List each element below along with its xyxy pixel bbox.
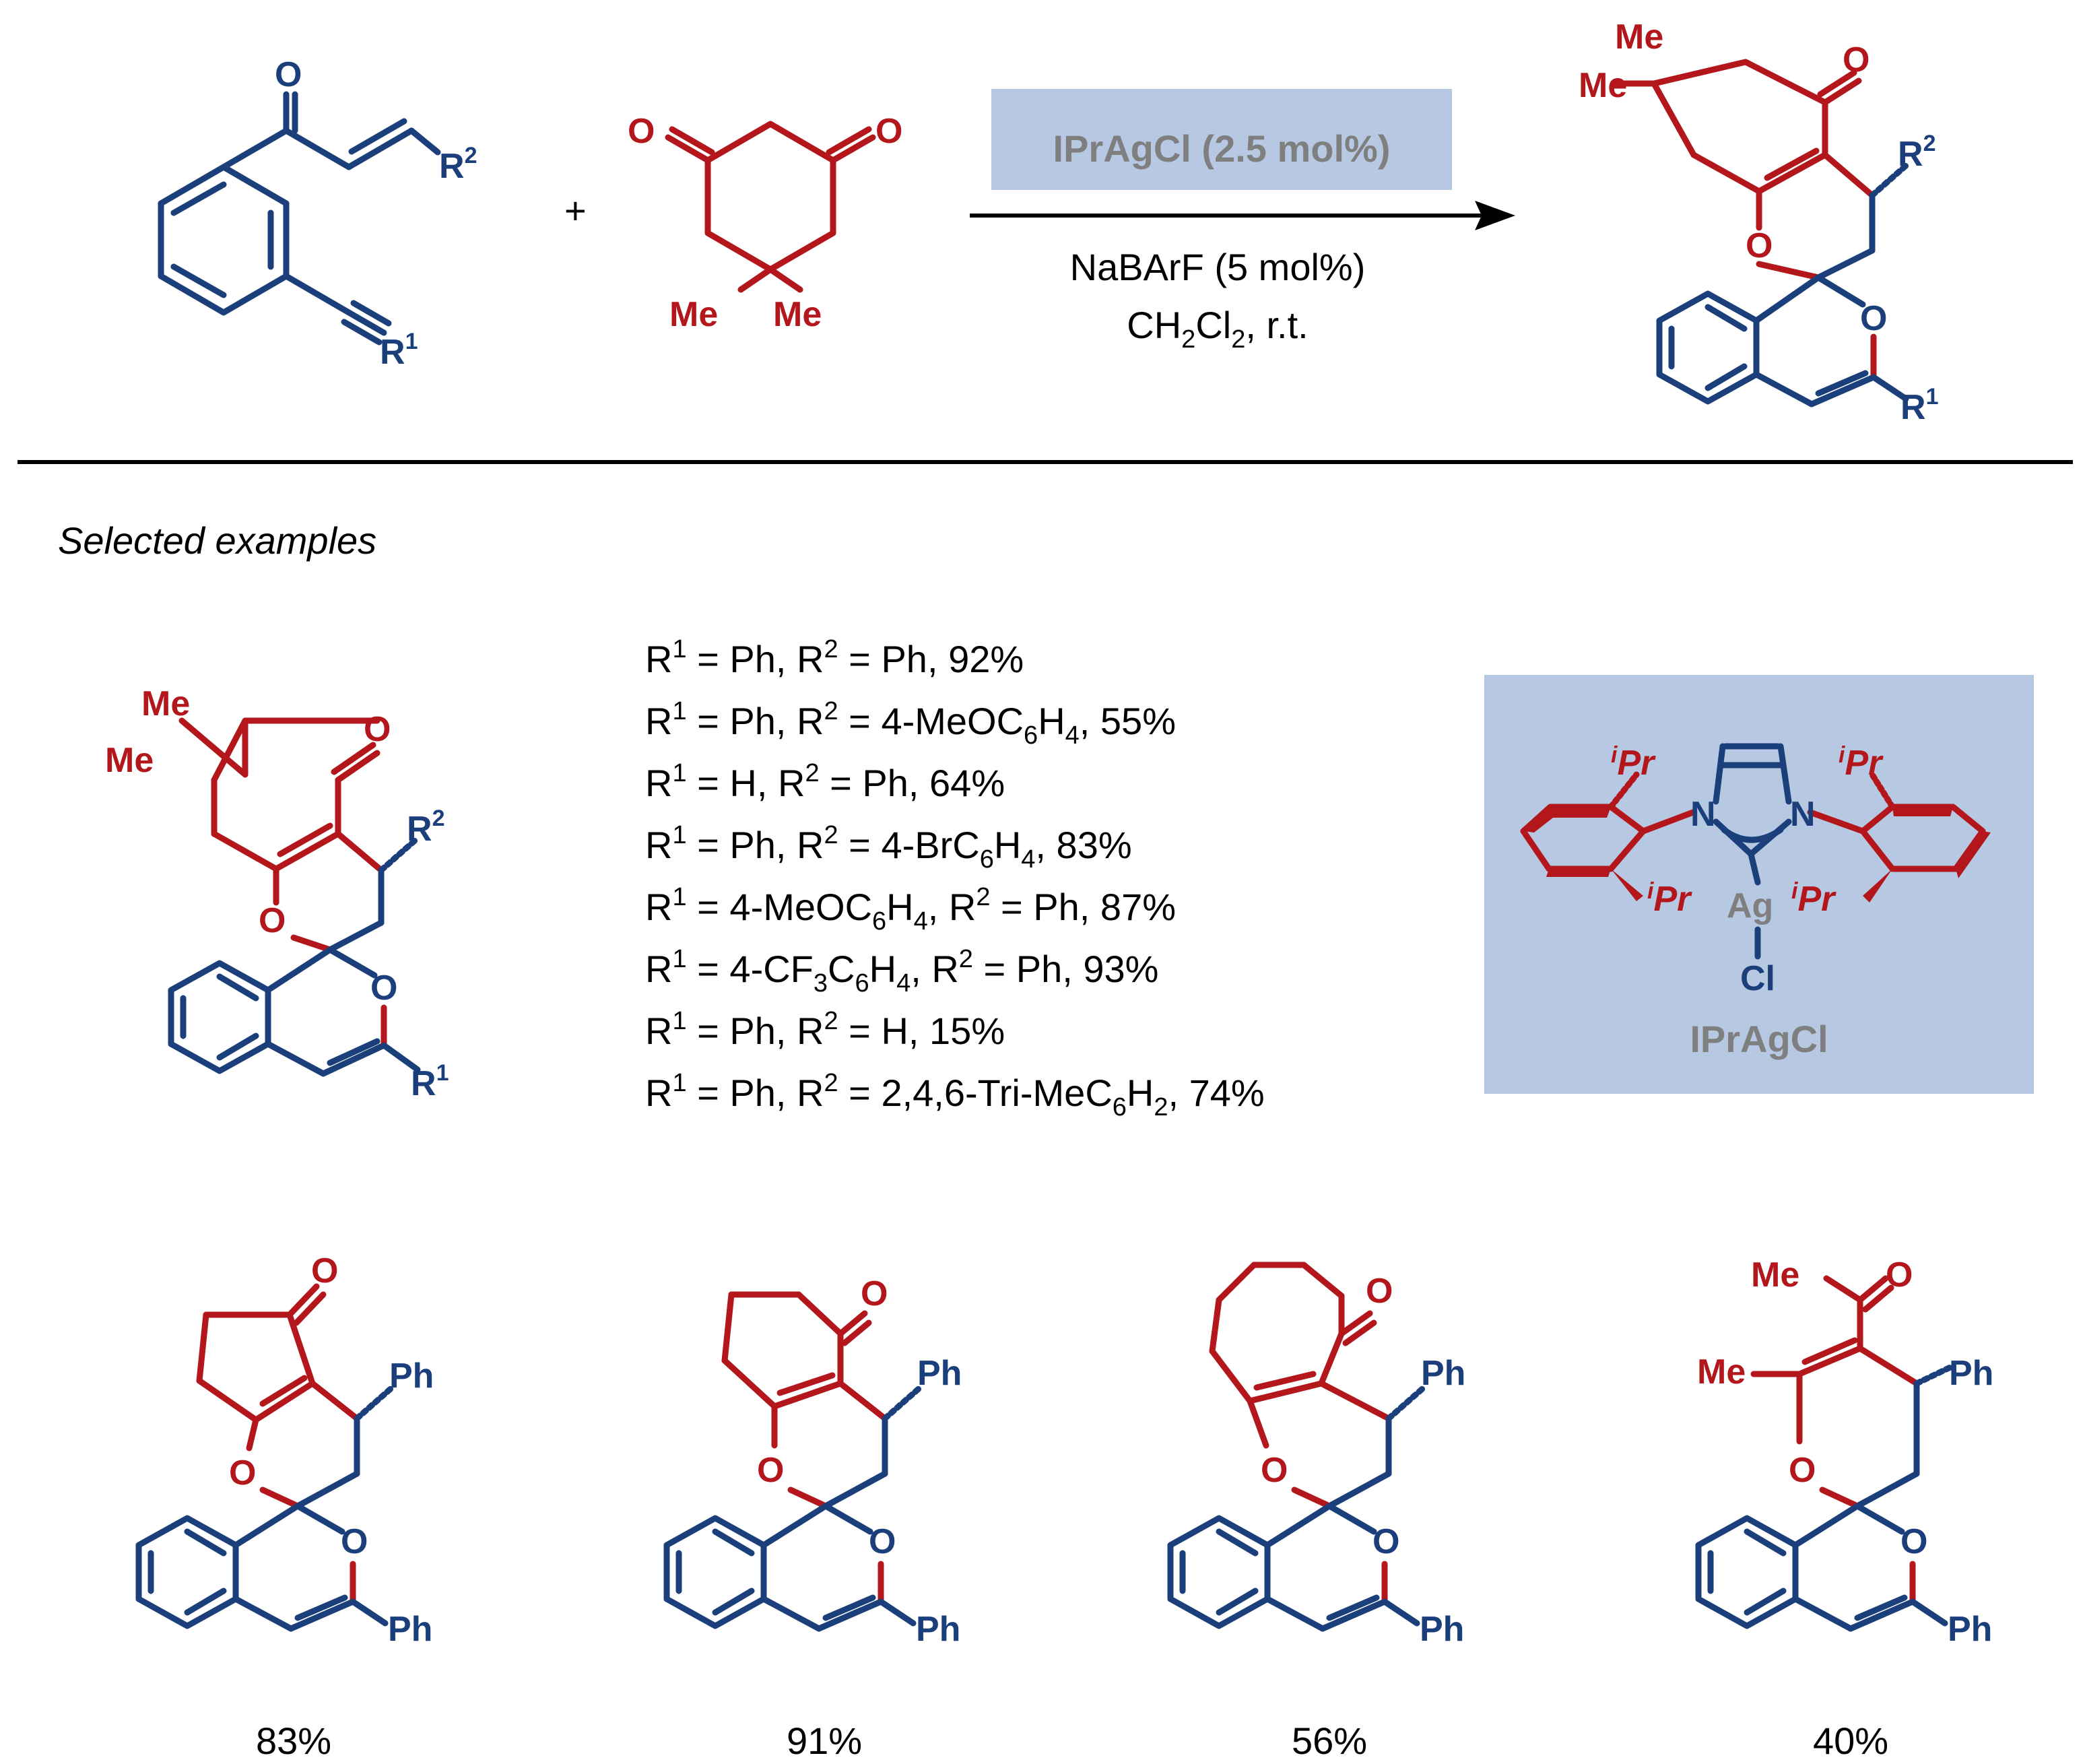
ex-a-isochromene-o: O bbox=[341, 1522, 368, 1561]
ex-d-pyran-o: O bbox=[1789, 1451, 1816, 1490]
example-row: R1 = Ph, R2 = H, 15% bbox=[645, 1007, 1005, 1052]
ex-b-isochromene-o: O bbox=[869, 1522, 896, 1561]
ex-d-ph-bottom: Ph bbox=[1948, 1610, 1992, 1649]
generic-r2-label: R2 bbox=[407, 806, 444, 849]
generic-isochromene-o: O bbox=[370, 969, 397, 1008]
ex-b-yield: 91% bbox=[787, 1720, 862, 1762]
ipr-label-top-left: iPr bbox=[1611, 742, 1656, 783]
ex-a-ketone-o: O bbox=[311, 1251, 338, 1291]
dimedone-me-left: Me bbox=[669, 295, 718, 334]
example-row: R1 = Ph, R2 = 2,4,6-Tri-MeC6H2, 74% bbox=[645, 1069, 1265, 1121]
svg-text:R2: R2 bbox=[439, 143, 477, 186]
ex-c-isochromene-o: O bbox=[1372, 1522, 1399, 1561]
catalyst-highlight-box bbox=[991, 89, 1452, 190]
generic-ketone-o: O bbox=[364, 710, 391, 749]
ex-b-ph-bottom: Ph bbox=[916, 1610, 960, 1649]
example-row: R1 = H, R2 = Ph, 64% bbox=[645, 759, 1005, 804]
product-r2-label: R2 bbox=[1898, 131, 1935, 174]
product-spiro bbox=[1613, 59, 1909, 407]
product-ketone-o: O bbox=[1843, 40, 1869, 79]
bottom-example-cycloheptanone bbox=[1167, 1262, 1426, 1632]
ex-d-acetyl-me: Me bbox=[1751, 1255, 1799, 1295]
svg-text:R2: R2 bbox=[407, 806, 444, 849]
example-row: R1 = Ph, R2 = Ph, 92% bbox=[645, 635, 1024, 680]
ipr-ag-cl-structure bbox=[1520, 743, 1991, 960]
bottom-example-cyclopentanone bbox=[135, 1283, 394, 1632]
dimedone-o-right: O bbox=[875, 112, 902, 151]
catalyst-name: IPrAgCl bbox=[1690, 1018, 1828, 1060]
product-r1-label: R1 bbox=[1900, 384, 1938, 427]
example-row: R1 = Ph, R2 = 4-BrC6H4, 83% bbox=[645, 821, 1132, 874]
generic-product-structure bbox=[168, 717, 421, 1077]
solvent-condition: CH2Cl2, r.t. bbox=[1127, 304, 1308, 354]
svg-text:R1: R1 bbox=[411, 1060, 449, 1103]
section-title: Selected examples bbox=[58, 519, 376, 562]
ex-b-pyran-o: O bbox=[757, 1451, 784, 1490]
bottom-example-cyclohexanone bbox=[663, 1291, 922, 1632]
catalyst-n-left: N bbox=[1690, 795, 1716, 834]
ex-d-isochromene-o: O bbox=[1900, 1522, 1927, 1561]
svg-text:R1: R1 bbox=[380, 329, 418, 372]
catalyst-n-right: N bbox=[1790, 795, 1816, 834]
example-row: R1 = 4-MeOC6H4, R2 = Ph, 87% bbox=[645, 883, 1176, 936]
catalyst-condition: IPrAgCl (2.5 mol%) bbox=[1053, 127, 1391, 170]
generic-me-top: Me bbox=[141, 684, 190, 723]
ex-d-yield: 40% bbox=[1813, 1720, 1888, 1762]
example-row: R1 = 4-CF3C6H4, R2 = Ph, 93% bbox=[645, 945, 1158, 998]
svg-text:R1: R1 bbox=[1900, 384, 1938, 427]
product-me-top: Me bbox=[1615, 18, 1663, 57]
reaction-arrow-head bbox=[1475, 201, 1515, 230]
dimedone-o-left: O bbox=[628, 112, 655, 151]
ex-a-ph-top: Ph bbox=[389, 1357, 434, 1396]
enone-r2-label: R2 bbox=[439, 143, 477, 186]
additive-condition: NaBArF (5 mol%) bbox=[1070, 246, 1366, 288]
reactant-enone bbox=[158, 91, 441, 346]
product-me-left: Me bbox=[1579, 66, 1627, 105]
enone-r1-label: R1 bbox=[380, 329, 418, 372]
catalyst-cl: Cl bbox=[1740, 959, 1775, 998]
catalyst-ag: Ag bbox=[1727, 886, 1773, 925]
ipr-label-top-right: iPr bbox=[1839, 742, 1884, 783]
ex-c-ph-top: Ph bbox=[1421, 1354, 1465, 1393]
bottom-example-acetyl bbox=[1695, 1275, 1954, 1632]
enone-carbonyl-o: O bbox=[275, 55, 302, 94]
ipr-label-bottom-right: iPr bbox=[1791, 878, 1836, 919]
ex-a-pyran-o: O bbox=[229, 1453, 256, 1493]
ex-d-acetyl-o: O bbox=[1886, 1255, 1913, 1295]
reactant-dimedone bbox=[665, 121, 876, 293]
ex-c-ph-bottom: Ph bbox=[1420, 1610, 1464, 1649]
ex-a-yield: 83% bbox=[256, 1720, 331, 1762]
examples-list: R1 = Ph, R2 = Ph, 92% R1 = Ph, R2 = 4-Me… bbox=[645, 635, 1265, 1121]
generic-r1-label: R1 bbox=[411, 1060, 449, 1103]
ex-b-ketone-o: O bbox=[861, 1274, 888, 1313]
ex-c-ketone-o: O bbox=[1366, 1272, 1393, 1311]
generic-me-left: Me bbox=[105, 741, 154, 780]
ex-d-ph-top: Ph bbox=[1949, 1354, 1993, 1393]
ipr-label-bottom-left: iPr bbox=[1647, 878, 1692, 919]
plus-sign: + bbox=[564, 189, 587, 232]
example-row: R1 = Ph, R2 = 4-MeOC6H4, 55% bbox=[645, 697, 1176, 750]
generic-pyran-o: O bbox=[259, 901, 286, 940]
dimedone-me-right: Me bbox=[773, 295, 822, 334]
product-pyran-o: O bbox=[1746, 226, 1773, 265]
ex-c-pyran-o: O bbox=[1261, 1451, 1288, 1490]
ex-a-ph-bottom: Ph bbox=[388, 1610, 432, 1649]
svg-text:R2: R2 bbox=[1898, 131, 1935, 174]
product-isochromene-o: O bbox=[1860, 299, 1887, 338]
ex-d-methyl: Me bbox=[1697, 1352, 1746, 1392]
ex-b-ph-top: Ph bbox=[917, 1354, 962, 1393]
ex-c-yield: 56% bbox=[1292, 1720, 1367, 1762]
